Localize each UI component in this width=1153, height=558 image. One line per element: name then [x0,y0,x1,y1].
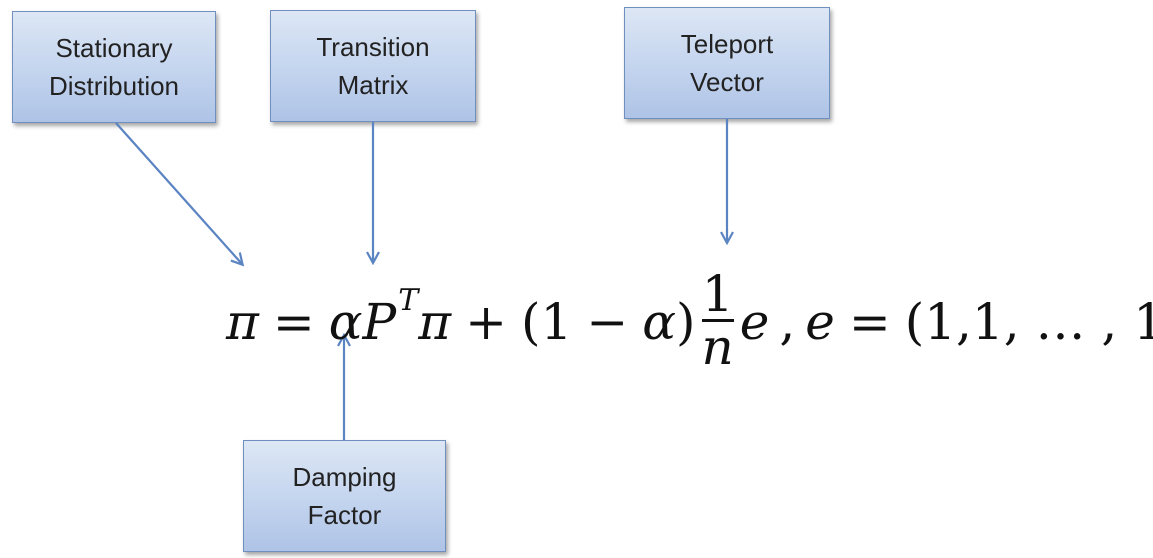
eq-plus: + [465,293,507,351]
eq-e-2: e [805,293,835,351]
eq-equals-2: = [848,293,891,351]
stationary-distribution-callout: Stationary Distribution [12,11,216,123]
callout-text-line1: Teleport [680,29,774,59]
eq-close-paren: ) [676,293,696,351]
eq-p: P [362,293,397,351]
eq-equals: = [272,293,315,351]
eq-open-paren: (1 [521,293,573,351]
arrow-stationary-to-pi [115,122,242,264]
eq-comma: , [779,293,796,351]
teleport-vector-callout: Teleport Vector [624,7,830,119]
callout-text-line1: Damping [292,462,397,492]
callout-text-line1: Transition [316,32,430,62]
eq-minus: − [586,293,629,351]
eq-e: e [739,293,770,351]
transition-matrix-callout: Transition Matrix [270,10,476,122]
callout-text-line2: Distribution [48,71,180,101]
eq-alpha: α [328,293,363,351]
eq-pi: π [226,293,259,351]
eq-frac-denominator: n [701,317,734,376]
eq-fraction: 1 n [701,264,734,376]
eq-frac-bar [701,318,734,322]
eq-pi-2: π [418,293,452,351]
pagerank-equation: π = α P T π + (1 − α ) 1 n e , e = (1,1,… [226,269,1153,372]
callout-text-line2: Matrix [337,70,409,100]
callout-text-line2: Factor [307,500,382,530]
eq-transpose: T [398,282,419,318]
eq-ones-vector: (1,1, … , 1) [904,293,1153,351]
eq-frac-numerator: 1 [701,264,734,323]
callout-text-line1: Stationary [55,33,173,63]
eq-alpha-2: α [642,293,676,351]
damping-factor-callout: Damping Factor [243,440,446,552]
callout-text-line2: Vector [690,67,764,97]
